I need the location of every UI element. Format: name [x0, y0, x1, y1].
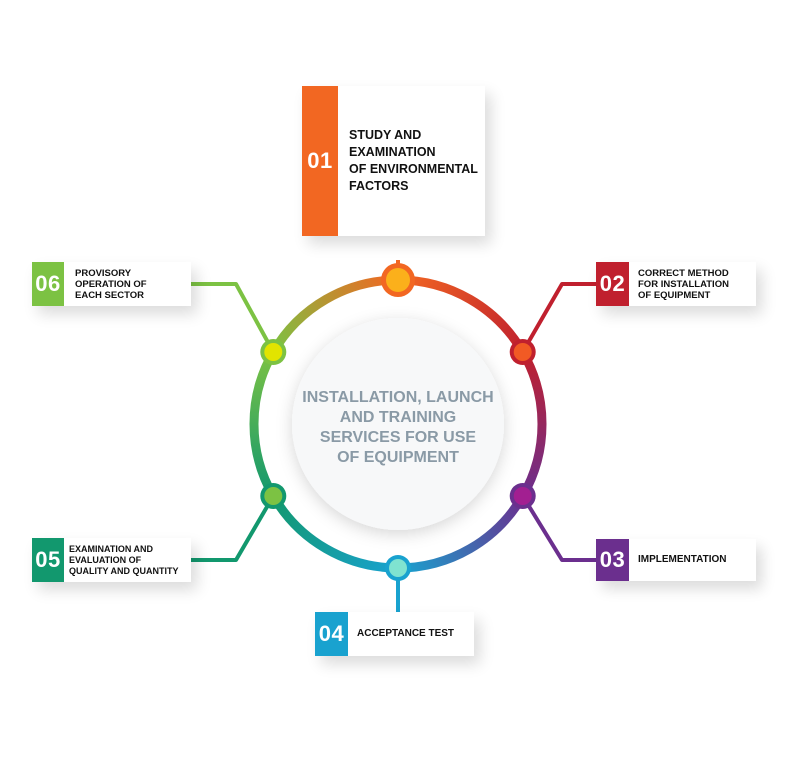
- step-card-03: 03 IMPLEMENTATION: [596, 539, 756, 581]
- ring-arc: [518, 349, 547, 499]
- step-label-01: STUDY AND EXAMINATION OF ENVIRONMENTAL F…: [349, 128, 478, 193]
- ring-arc: [249, 349, 278, 499]
- step-number-05: 05: [32, 538, 64, 582]
- step-label-03: IMPLEMENTATION: [638, 554, 727, 566]
- node-dot-05: [264, 487, 283, 505]
- ring: [249, 275, 547, 573]
- node-dot-04: [389, 559, 407, 577]
- step-card-02: 02 CORRECT METHOD FOR INSTALLATION OF EQ…: [596, 262, 756, 306]
- step-label-04: ACCEPTANCE TEST: [357, 628, 455, 640]
- connectors: [191, 260, 597, 612]
- step-number-03: 03: [596, 539, 629, 581]
- connector-line-06: [191, 282, 276, 353]
- node-dot-06: [264, 343, 283, 361]
- center-label-text: INSTALLATION, LAUNCH AND TRAINING SERVIC…: [302, 389, 494, 466]
- node-dot-02: [513, 343, 532, 361]
- ring-arc: [397, 493, 527, 573]
- callout-pointer: [378, 236, 418, 258]
- step-label-05: EXAMINATION AND EVALUATION OF QUALITY AN…: [69, 543, 179, 576]
- step-number-04: 04: [315, 612, 348, 656]
- step-card-04: 04 ACCEPTANCE TEST: [315, 612, 474, 656]
- step-number-06: 06: [32, 262, 64, 306]
- node-dot-01: [386, 268, 410, 292]
- step-label-06: PROVISORY OPERATION OF EACH SECTOR: [75, 267, 147, 301]
- step-card-01: 01 STUDY AND EXAMINATION OF ENVIRONMENTA…: [302, 86, 485, 236]
- center-label: INSTALLATION, LAUNCH AND TRAINING SERVIC…: [300, 380, 496, 476]
- connector-line-03: [521, 494, 597, 562]
- nodes: [260, 263, 536, 581]
- step-number-02: 02: [596, 262, 629, 306]
- ring-arc: [269, 275, 399, 355]
- step-card-06: 06 PROVISORY OPERATION OF EACH SECTOR: [32, 262, 191, 306]
- connector-line-02: [520, 282, 597, 354]
- center-disc: [292, 318, 504, 530]
- ring-arc: [397, 275, 527, 355]
- node-dot-03: [513, 487, 532, 505]
- connector-line-05: [191, 494, 276, 562]
- step-label-02: CORRECT METHOD FOR INSTALLATION OF EQUIP…: [638, 267, 729, 301]
- ring-arc: [269, 493, 399, 573]
- step-number-01: 01: [302, 86, 338, 236]
- step-card-05: 05 EXAMINATION AND EVALUATION OF QUALITY…: [32, 538, 191, 582]
